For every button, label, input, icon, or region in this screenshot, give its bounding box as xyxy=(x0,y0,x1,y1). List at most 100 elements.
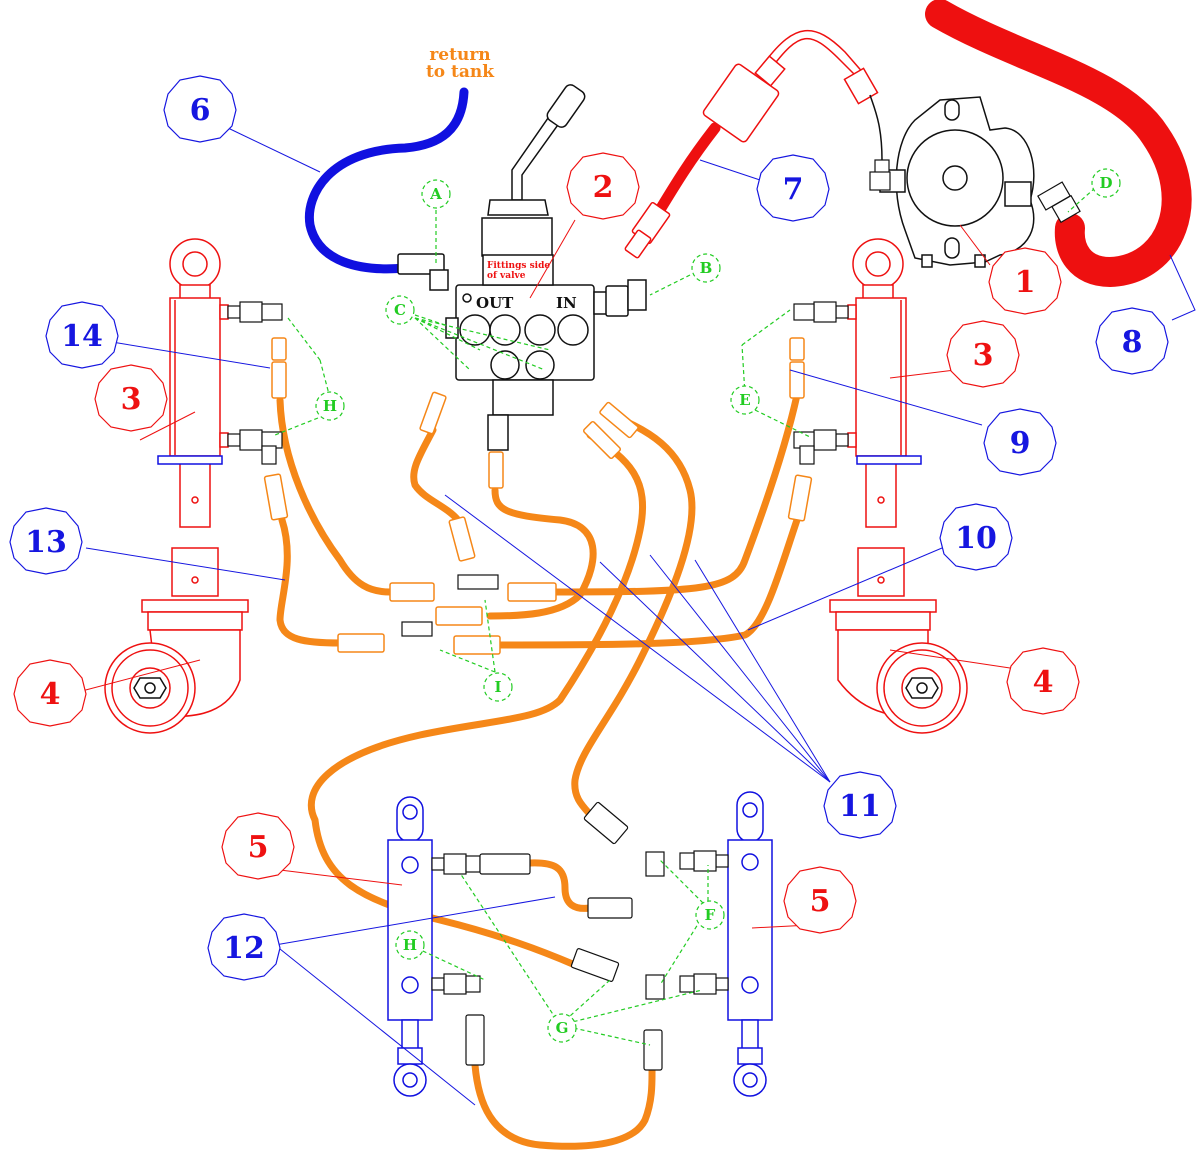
valve-in-fitting xyxy=(605,285,629,317)
fitting xyxy=(337,633,385,653)
hose-12-top xyxy=(526,859,594,912)
pump-tab-right xyxy=(974,254,986,268)
callout-bubble-13 xyxy=(9,507,83,575)
callout-10: 10 xyxy=(955,521,997,556)
callout-5-right: 5 xyxy=(810,884,831,919)
valve-port xyxy=(557,314,589,346)
blue-callout-numbers: 6 7 8 9 10 11 12 13 14 xyxy=(25,93,1142,966)
callout-bubble-7 xyxy=(756,154,830,222)
valve-boot-body xyxy=(481,217,553,257)
letter-bubble-g xyxy=(547,1013,577,1043)
cylinder-rod xyxy=(865,461,897,528)
hose-9 xyxy=(551,391,801,596)
red-callout-numbers: 1 2 3 3 4 4 5 5 xyxy=(40,170,1054,919)
red-leaders xyxy=(77,219,1011,929)
hose-11d xyxy=(571,411,696,824)
pressure-tube xyxy=(624,29,879,259)
hose-14 xyxy=(276,396,394,596)
cylinder-port xyxy=(219,432,229,448)
caster-fork xyxy=(835,611,931,631)
hose-10 xyxy=(486,516,801,649)
hose-11a xyxy=(410,426,462,524)
valve-handle-grip xyxy=(546,84,586,128)
pressure-hose xyxy=(649,122,721,224)
valve xyxy=(397,84,647,451)
orange-fittings xyxy=(263,337,813,655)
valve-out-label: OUT xyxy=(476,294,514,312)
pump-pressure-line xyxy=(869,94,883,161)
small-cylinder-right xyxy=(727,791,773,1097)
fitting xyxy=(787,474,813,522)
fitting xyxy=(271,361,287,399)
callout-bubble-5-left xyxy=(221,812,295,880)
callout-12: 12 xyxy=(223,931,265,966)
cylinder-eye-hole xyxy=(865,251,891,277)
fittings-side-label: of valve xyxy=(487,271,526,281)
letter-a: A xyxy=(429,185,442,203)
callout-bubble-8 xyxy=(1095,307,1169,375)
letter-c: C xyxy=(394,301,406,319)
small-cylinder-fittings xyxy=(401,574,729,1071)
letter-bubble-d xyxy=(1091,168,1121,198)
letter-g: G xyxy=(556,1019,569,1037)
callout-11: 11 xyxy=(839,789,881,824)
cylinder-base-plate xyxy=(157,455,223,465)
suction-hose xyxy=(925,0,1192,288)
fitting xyxy=(1051,194,1081,224)
fitting xyxy=(599,401,639,439)
return-to-tank-label: return xyxy=(429,45,490,65)
fitting xyxy=(448,516,476,562)
cylinder-port xyxy=(847,304,857,320)
fitting xyxy=(453,635,501,655)
fitting xyxy=(702,63,780,143)
letter-bubble-h-top xyxy=(315,391,345,421)
callout-bubble-12 xyxy=(207,913,281,981)
valve-out-fitting xyxy=(429,269,449,291)
callout-13: 13 xyxy=(25,525,67,560)
pump-shaft xyxy=(942,165,968,191)
letter-bubble-c xyxy=(385,295,415,325)
callout-6: 6 xyxy=(190,93,211,128)
callout-bubble-1 xyxy=(988,247,1062,315)
blue-leaders xyxy=(85,127,1196,1106)
caster-stem xyxy=(171,547,219,597)
callout-bubble-4-left xyxy=(13,659,87,727)
callout-8: 8 xyxy=(1122,325,1143,360)
green-letter-bubbles xyxy=(315,168,1121,1043)
cylinder-base-plate xyxy=(856,455,922,465)
letter-b: B xyxy=(700,259,713,277)
cylinder-left-fittings xyxy=(227,301,283,465)
letter-bubble-a xyxy=(421,179,451,209)
valve-lower-stem xyxy=(487,414,509,451)
cylinder-barrel xyxy=(169,297,221,457)
valve-in-fitting xyxy=(627,279,647,311)
caster-fork xyxy=(147,611,243,631)
cylinder-right-fittings xyxy=(793,301,849,465)
valve-port xyxy=(490,350,520,380)
valve-port xyxy=(489,314,521,346)
blue-callout-bubbles xyxy=(9,75,1169,981)
cylinder-left xyxy=(169,238,229,528)
valve-in-label: IN xyxy=(556,294,577,312)
callout-bubble-9 xyxy=(983,408,1057,476)
letter-h-top: H xyxy=(323,397,337,415)
letter-bubble-f xyxy=(695,900,725,930)
small-cyl-rod xyxy=(401,1019,419,1053)
fitting xyxy=(507,582,557,602)
callout-3-left: 3 xyxy=(121,382,142,417)
hose-12-bottom xyxy=(471,1061,656,1150)
fitting xyxy=(271,337,287,361)
valve-out-fitting xyxy=(397,253,445,275)
cylinder-port xyxy=(219,304,229,320)
callout-2: 2 xyxy=(593,170,614,205)
fitting xyxy=(582,420,622,460)
callout-bubble-2 xyxy=(566,152,640,220)
orange-hoses xyxy=(276,391,801,1150)
callout-bubble-3-right xyxy=(946,320,1020,388)
valve-port xyxy=(525,350,555,380)
caster-left xyxy=(104,547,249,734)
pump-slot-top xyxy=(944,99,960,121)
cylinder-port xyxy=(847,432,857,448)
valve-boot xyxy=(487,199,549,216)
